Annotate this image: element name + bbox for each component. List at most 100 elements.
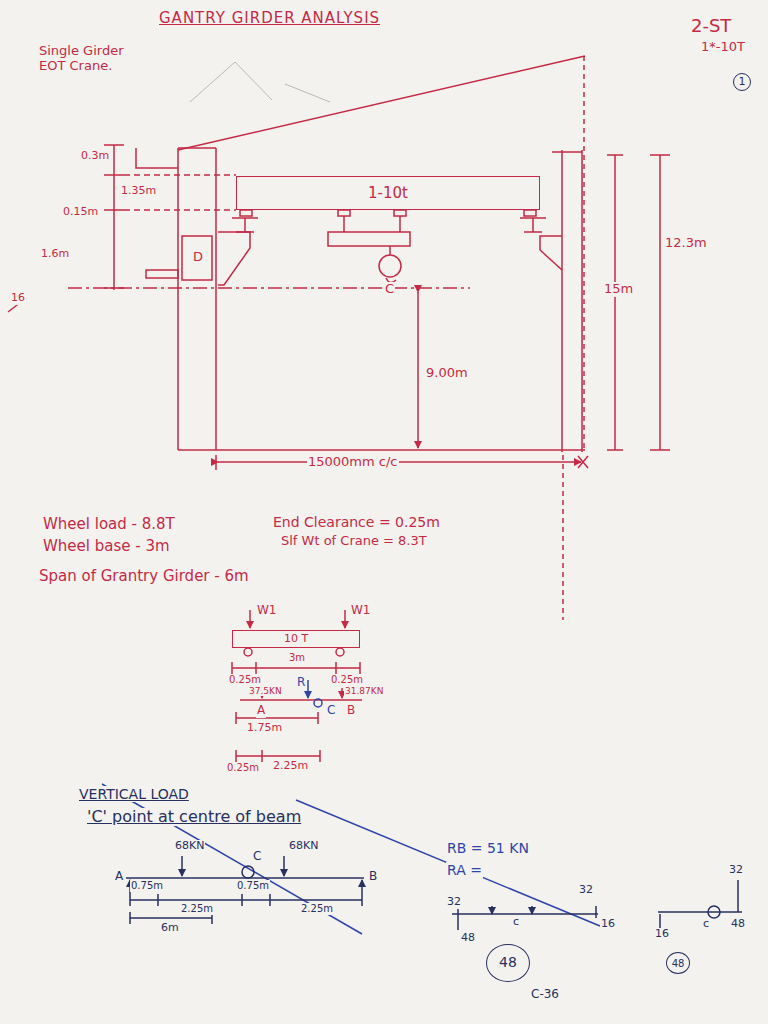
ink-stroke	[341, 688, 343, 698]
node-text: 1	[739, 76, 746, 88]
sketch-label: 0.75m	[130, 880, 164, 892]
ink-stroke	[296, 800, 600, 926]
ink-stroke	[417, 292, 419, 448]
sketch-label: 1.6m	[40, 248, 70, 261]
sketch-label: 2.25m	[272, 760, 309, 773]
sketch-label: 2.25m	[300, 903, 334, 915]
sketch-label: 9.00m	[425, 366, 469, 381]
sketch-label: Single Girder EOT Crane.	[38, 44, 140, 74]
ink-stroke	[531, 906, 533, 914]
sketch-label: C	[384, 282, 395, 297]
ink-stroke	[394, 210, 406, 216]
ink-stroke	[285, 84, 330, 102]
node-text: 1-10t	[368, 185, 408, 202]
sketch-label: 1.35m	[120, 185, 157, 198]
sketch-label: W1	[350, 604, 372, 618]
ink-stroke	[178, 449, 585, 451]
sketch-label: 37.5KN	[248, 686, 283, 696]
circled-number: 1	[733, 73, 751, 91]
sketch-label: 32	[446, 896, 462, 909]
sketch-label: 15m	[603, 282, 634, 297]
ink-stroke	[283, 856, 285, 876]
ink-stroke	[240, 699, 362, 701]
ink-stroke	[104, 145, 124, 290]
sketch-label: R	[296, 676, 306, 690]
sketch-label: 12.3m	[664, 236, 708, 251]
ink-stroke	[242, 866, 254, 878]
sketch-label: 31.87KN	[344, 686, 384, 696]
sketch-label: 16	[600, 918, 616, 931]
sketch-label: 0.3m	[80, 150, 110, 163]
sketch-label: A	[256, 704, 266, 718]
sketch-label: B	[346, 704, 356, 718]
ink-stroke	[8, 56, 670, 762]
sketch-label: 0.25m	[330, 674, 364, 686]
ink-stroke	[178, 148, 216, 450]
sketch-label: RB = 51 KN	[446, 840, 530, 856]
sketch-label: A	[114, 870, 124, 884]
ink-stroke	[389, 246, 391, 255]
ink-stroke	[607, 155, 623, 450]
ink-stroke	[178, 56, 585, 150]
sketch-label: 1.75m	[246, 722, 283, 735]
ink-stroke	[562, 455, 564, 620]
member-box: 10 T	[232, 630, 360, 648]
member-box: 1-10t	[236, 176, 540, 210]
sketch-label: 0.25m	[228, 674, 262, 686]
ink-stroke	[136, 148, 178, 168]
sketch-label: 2-ST	[690, 16, 732, 37]
sketch-label: B	[368, 870, 378, 884]
sketch-label: c	[702, 918, 710, 931]
sketch-label: 0.75m	[236, 880, 270, 892]
node-text: 10 T	[284, 633, 308, 645]
ink-stroke	[338, 210, 350, 216]
ink-stroke	[307, 680, 309, 698]
sketch-label: 68KN	[288, 840, 319, 853]
sketch-label: 3m	[288, 652, 306, 664]
ink-stroke	[361, 880, 363, 894]
ink-stroke	[240, 210, 252, 216]
sketch-label: 0.25m	[226, 762, 260, 774]
sketch-label: 68KN	[174, 840, 205, 853]
sketch-label: 6m	[160, 922, 180, 935]
sketch-label: 2.25m	[180, 903, 214, 915]
ink-stroke	[218, 461, 581, 463]
node-text: 48	[499, 955, 517, 970]
ink-stroke	[520, 218, 546, 232]
sketch-label: Wheel base - 3m	[42, 538, 171, 555]
ink-stroke	[190, 62, 330, 102]
sketch-label: 48	[460, 932, 476, 945]
ink-stroke	[540, 236, 562, 270]
ink-stroke	[218, 232, 250, 285]
page-title: GANTRY GIRDER ANALYSIS	[158, 10, 381, 27]
ink-stroke	[190, 62, 272, 102]
ink-stroke	[182, 236, 212, 280]
sketch-label: End Clearance = 0.25m	[272, 514, 441, 530]
circled-number: 48	[666, 952, 690, 974]
sketch-label: C	[326, 704, 336, 718]
ink-stroke	[244, 648, 252, 656]
ink-stroke	[126, 856, 742, 930]
ink-stroke	[650, 155, 670, 450]
ink-stroke	[379, 255, 401, 277]
sketch-label: 16	[10, 292, 26, 305]
sketch-label: C-36	[530, 988, 560, 1002]
ink-stroke	[68, 287, 470, 289]
ink-stroke	[552, 150, 582, 452]
ink-stroke	[102, 680, 600, 934]
sketch-label: 32	[728, 864, 744, 877]
ink-stroke	[491, 906, 493, 914]
ink-stroke	[344, 610, 346, 628]
sketch-label: 48	[730, 918, 746, 931]
sketch-label: C	[252, 850, 262, 864]
node-text: 48	[672, 958, 685, 969]
ink-stroke	[249, 610, 251, 628]
sketch-label: 15000mm c/c	[307, 455, 399, 470]
ink-stroke	[216, 455, 588, 470]
sketch-label: Slf Wt of Crane = 8.3T	[280, 534, 428, 549]
sketch-label: 0.15m	[62, 206, 99, 219]
sketch-label: Wheel load - 8.8T	[42, 516, 176, 533]
ink-stroke	[336, 648, 344, 656]
ink-stroke	[181, 856, 183, 876]
sketch-label: W1	[256, 604, 278, 618]
